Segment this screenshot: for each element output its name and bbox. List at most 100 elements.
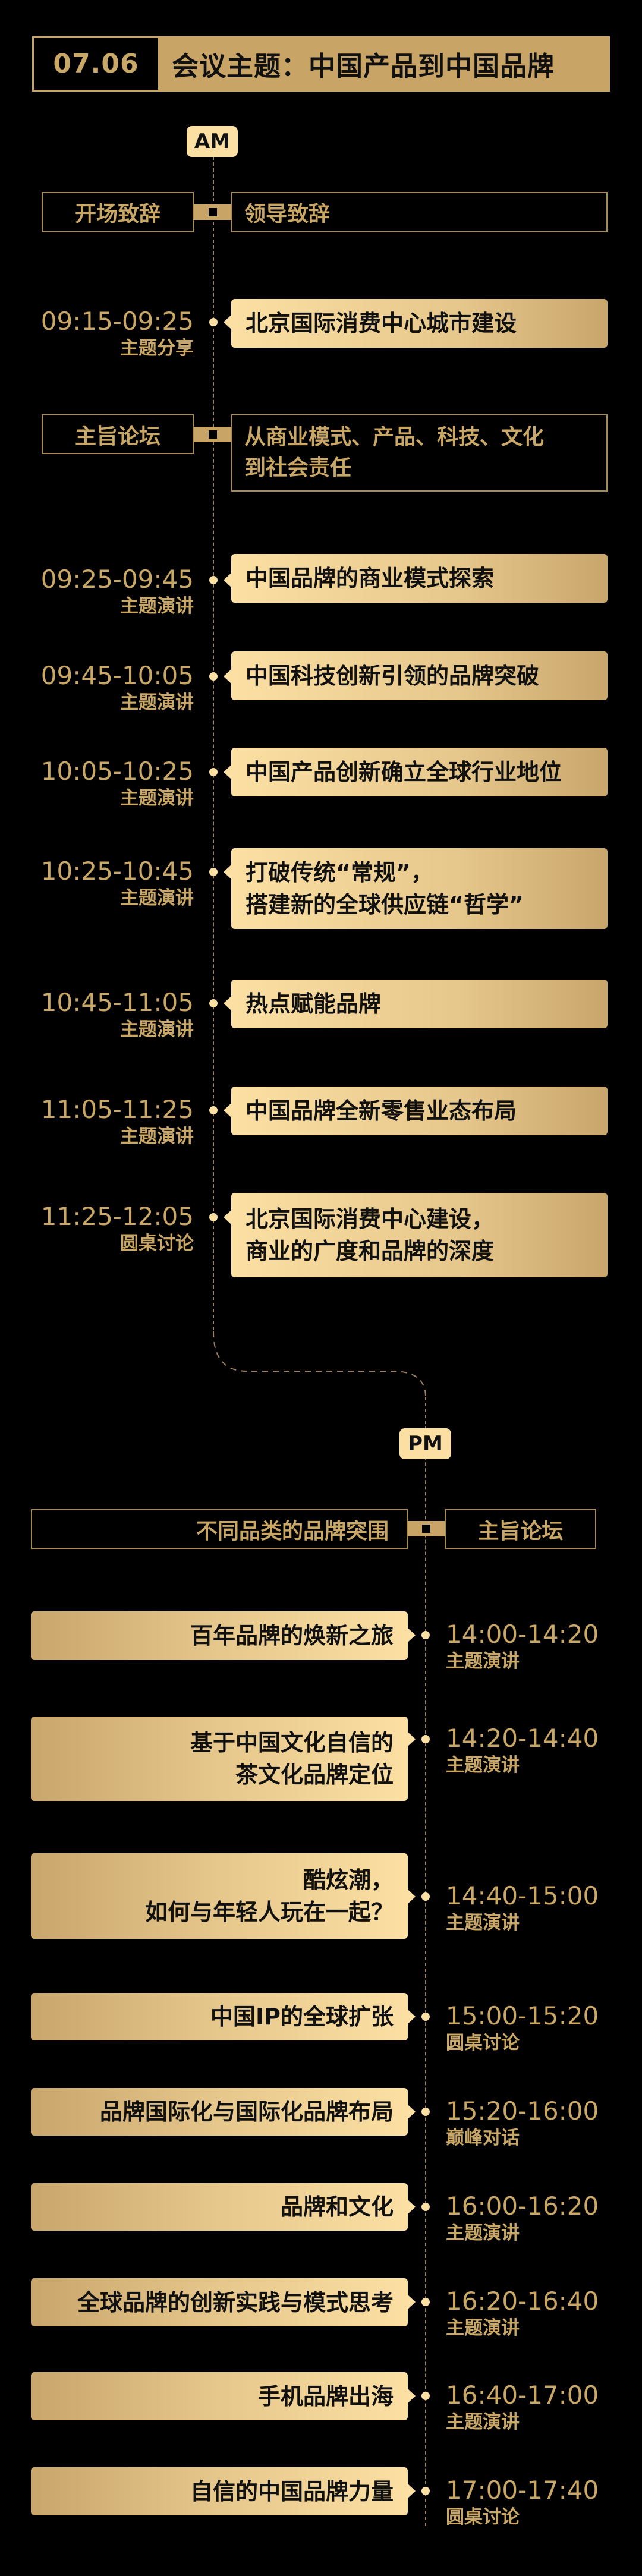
session-time: 10:05-10:25 <box>40 757 194 786</box>
pm-timeline-line <box>425 1397 426 2526</box>
am-label: AM <box>187 126 238 157</box>
timeline-dot <box>209 318 218 326</box>
session-title: 北京国际消费中心城市建设 <box>246 310 517 336</box>
timeline-dot <box>209 868 218 876</box>
session-time: 11:05-11:25 <box>40 1095 194 1124</box>
session-title: 品牌和文化 <box>280 2194 394 2220</box>
session-type: 主题演讲 <box>120 596 194 617</box>
session-time: 09:25-09:45 <box>40 565 194 594</box>
session-card[interactable]: 北京国际消费中心城市建设 <box>231 299 608 348</box>
session-type: 圆桌讨论 <box>120 1233 194 1254</box>
session-card[interactable]: 手机品牌出海 <box>31 2372 408 2420</box>
session-title: 热点赋能品牌 <box>246 991 382 1017</box>
timeline-dot <box>421 2392 430 2400</box>
session-title: 中国科技创新引领的品牌突破 <box>246 663 540 689</box>
am-timeline-line <box>213 156 214 1336</box>
session-card[interactable]: 北京国际消费中心建设， 商业的广度和品牌的深度 <box>231 1193 608 1277</box>
session-card[interactable]: 中国品牌全新零售业态布局 <box>231 1087 608 1135</box>
opening-label: 开场致辞 <box>74 202 160 226</box>
session-card[interactable]: 中国品牌的商业模式探索 <box>231 554 608 603</box>
timeline-dot <box>421 1631 430 1639</box>
timeline-dot <box>209 768 218 776</box>
conference-theme: 会议主题：中国产品到中国品牌 <box>172 51 555 82</box>
session-title: 手机品牌出海 <box>257 2383 394 2410</box>
session-time: 11:25-12:05 <box>40 1202 194 1231</box>
session-type: 主题演讲 <box>120 887 194 909</box>
session-type: 主题演讲 <box>446 2411 520 2433</box>
pm-forum-connector <box>408 1521 445 1536</box>
session-time: 16:20-16:40 <box>446 2287 599 2316</box>
session-time: 14:00-14:20 <box>446 1620 599 1649</box>
session-title: 中国IP的全球扩张 <box>210 2004 394 2030</box>
session-time: 10:25-10:45 <box>40 856 194 886</box>
session-type: 主题分享 <box>120 338 194 359</box>
session-title: 打破传统“常规”， 搭建新的全球供应链“哲学” <box>246 859 524 918</box>
forum-right-box: 从商业模式、产品、科技、文化 到社会责任 <box>231 414 608 492</box>
session-card[interactable]: 百年品牌的焕新之旅 <box>31 1611 408 1660</box>
session-title: 酷炫潮， 如何与年轻人玩在一起？ <box>144 1867 394 1925</box>
opening-right-box: 领导致辞 <box>231 192 608 232</box>
session-type: 主题演讲 <box>446 1651 520 1672</box>
session-card[interactable]: 自信的中国品牌力量 <box>31 2467 408 2515</box>
pm-label: PM <box>399 1428 451 1459</box>
forum-detail: 从商业模式、产品、科技、文化 到社会责任 <box>244 425 545 480</box>
timeline-dot <box>209 1106 218 1114</box>
timeline-dot <box>421 2203 430 2211</box>
session-card[interactable]: 全球品牌的创新实践与模式思考 <box>31 2278 408 2326</box>
session-title: 基于中国文化自信的 茶文化品牌定位 <box>190 1730 394 1788</box>
forum-label: 主旨论坛 <box>74 424 160 449</box>
session-type: 巅峰对话 <box>446 2127 520 2149</box>
timeline-curve <box>213 1331 426 1397</box>
session-card[interactable]: 品牌国际化与国际化品牌布局 <box>31 2088 408 2136</box>
session-card[interactable]: 酷炫潮， 如何与年轻人玩在一起？ <box>31 1853 408 1939</box>
session-time: 15:20-16:00 <box>446 2096 599 2125</box>
pm-forum-left-box: 不同品类的品牌突围 <box>31 1509 408 1549</box>
session-card[interactable]: 中国科技创新引领的品牌突破 <box>231 651 608 700</box>
timeline-dot <box>421 2298 430 2306</box>
session-type: 圆桌讨论 <box>446 2032 520 2054</box>
pm-forum-topic: 不同品类的品牌突围 <box>196 1519 389 1544</box>
opening-left-box: 开场致辞 <box>42 192 194 232</box>
agenda-header: 07.06 会议主题：中国产品到中国品牌 <box>32 36 610 92</box>
session-card[interactable]: 品牌和文化 <box>31 2183 408 2231</box>
session-time: 16:00-16:20 <box>446 2191 599 2221</box>
session-title: 中国品牌全新零售业态布局 <box>246 1098 517 1124</box>
timeline-dot <box>421 2108 430 2116</box>
timeline-dot <box>209 1213 218 1221</box>
forum-left-box: 主旨论坛 <box>42 414 194 454</box>
timeline-dot <box>209 576 218 584</box>
session-time: 14:20-14:40 <box>446 1724 599 1753</box>
session-card[interactable]: 基于中国文化自信的 茶文化品牌定位 <box>31 1717 408 1801</box>
session-card[interactable]: 中国IP的全球扩张 <box>31 1993 408 2040</box>
session-time: 09:15-09:25 <box>40 307 194 336</box>
session-type: 主题演讲 <box>120 692 194 713</box>
timeline-dot <box>421 1892 430 1901</box>
timeline-dot <box>421 2013 430 2021</box>
session-time: 10:45-11:05 <box>40 988 194 1017</box>
timeline-dot <box>209 999 218 1007</box>
session-type: 主题演讲 <box>120 1019 194 1040</box>
session-time: 09:45-10:05 <box>40 661 194 690</box>
timeline-dot <box>209 672 218 681</box>
forum-connector <box>194 427 231 442</box>
session-title: 中国品牌的商业模式探索 <box>246 565 495 591</box>
date-label: 07.06 <box>34 38 158 90</box>
session-type: 主题演讲 <box>446 2222 520 2244</box>
session-title: 中国产品创新确立全球行业地位 <box>246 759 562 785</box>
timeline-dot <box>421 1735 430 1743</box>
pm-forum-label: 主旨论坛 <box>477 1519 564 1544</box>
opening-connector <box>194 204 231 220</box>
session-time: 16:40-17:00 <box>446 2380 599 2410</box>
opening-detail: 领导致辞 <box>244 202 331 226</box>
pm-forum-right-box: 主旨论坛 <box>445 1509 596 1549</box>
session-type: 主题演讲 <box>446 2317 520 2339</box>
session-type: 主题演讲 <box>120 788 194 809</box>
session-time: 14:40-15:00 <box>446 1881 599 1910</box>
session-card[interactable]: 打破传统“常规”， 搭建新的全球供应链“哲学” <box>231 848 608 929</box>
session-card[interactable]: 中国产品创新确立全球行业地位 <box>231 748 608 796</box>
session-type: 主题演讲 <box>446 1755 520 1776</box>
session-type: 主题演讲 <box>446 1912 520 1933</box>
session-time: 17:00-17:40 <box>446 2476 599 2505</box>
session-card[interactable]: 热点赋能品牌 <box>231 980 608 1028</box>
session-type: 主题演讲 <box>120 1126 194 1147</box>
